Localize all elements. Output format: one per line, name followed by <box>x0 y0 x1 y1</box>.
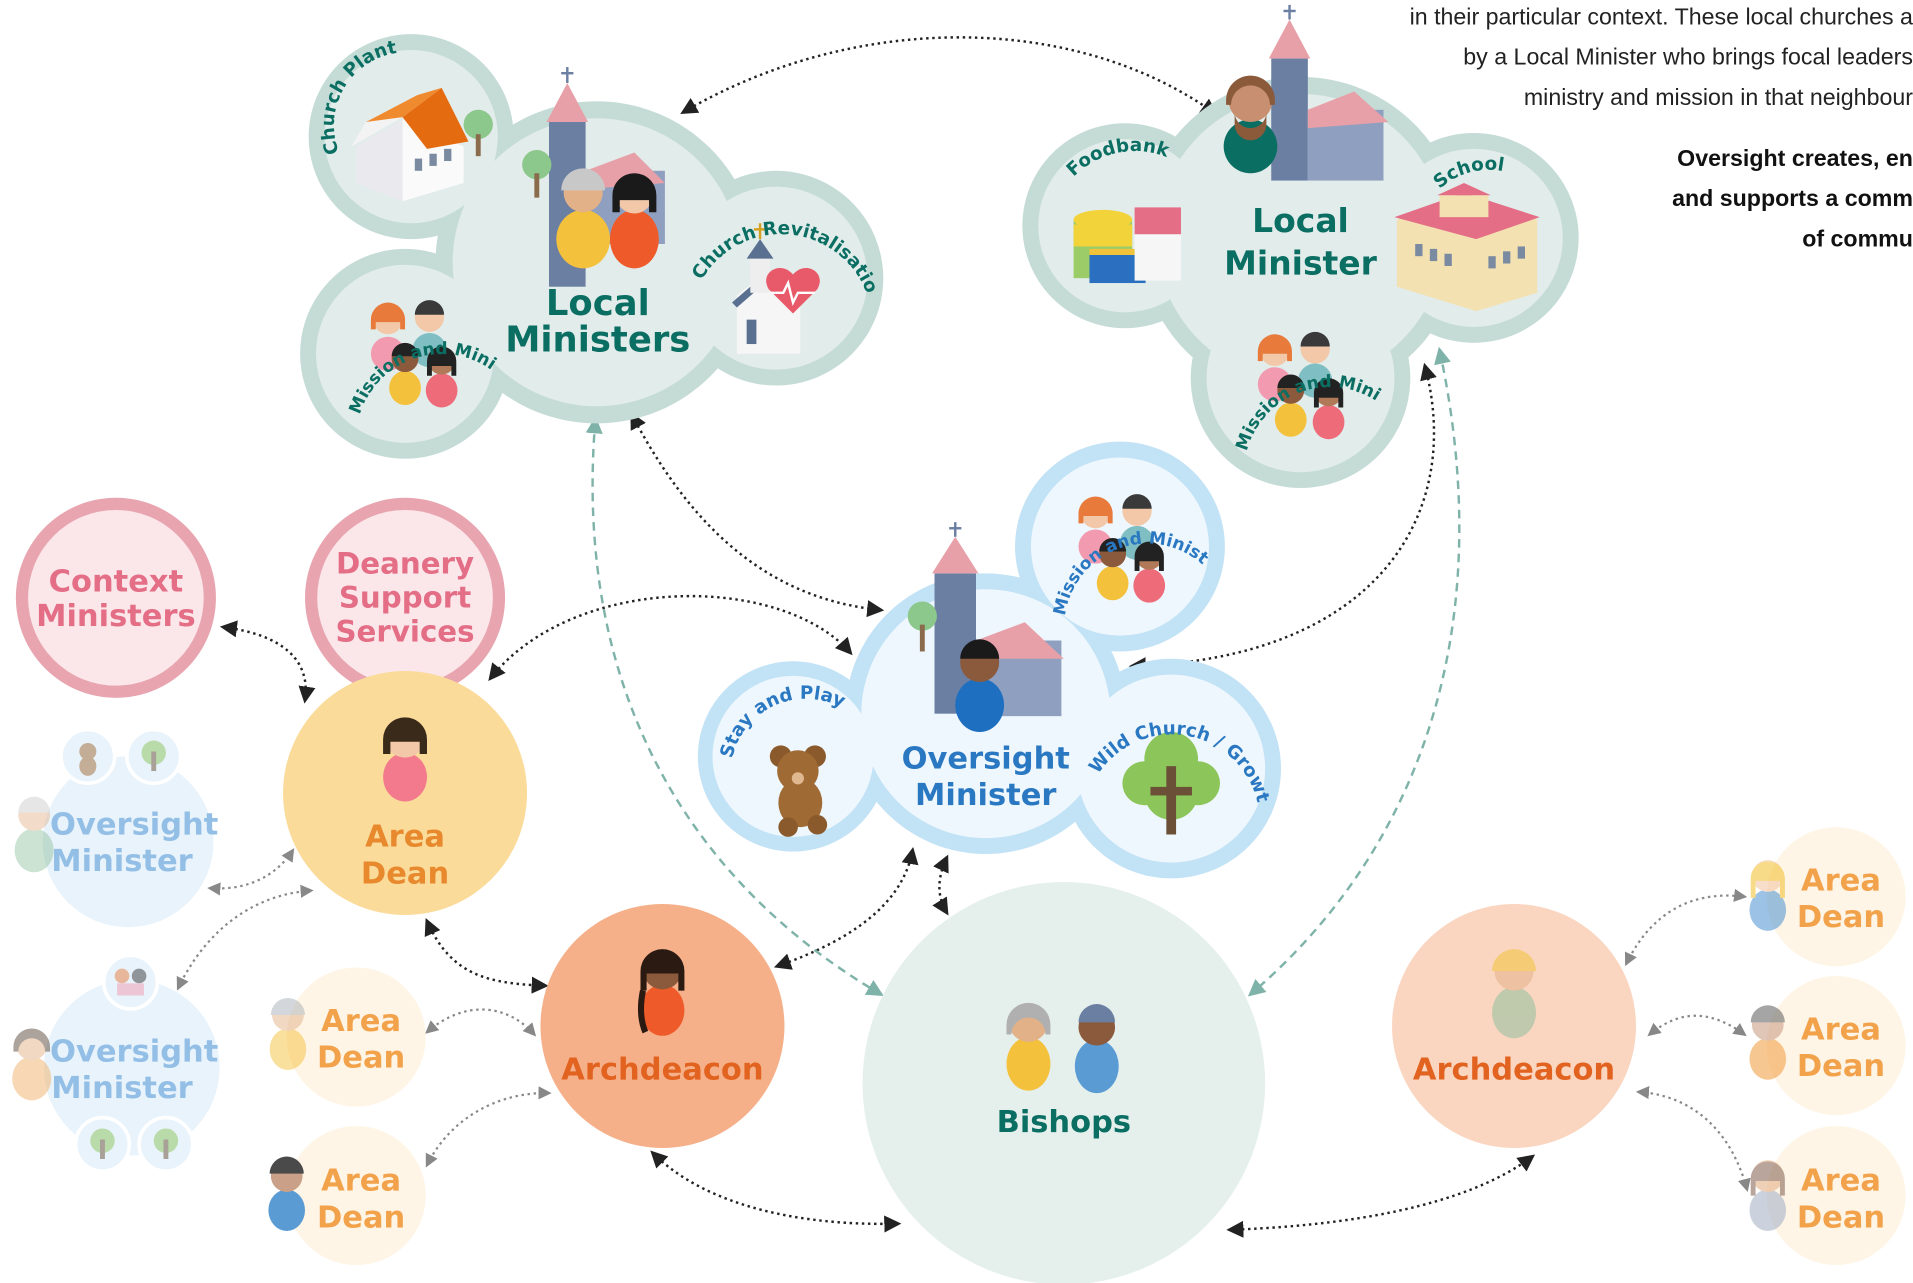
oversight-person-icon <box>14 796 54 873</box>
tree-cross-icon <box>141 740 166 772</box>
area-dean-right-2-line-1: Area <box>1801 1012 1881 1047</box>
teddy-bear-icon <box>769 745 828 837</box>
revitalisation-church-icon <box>732 223 820 354</box>
description-line-1: in their particular context. These local… <box>1409 4 1913 31</box>
connectors <box>176 36 1751 1238</box>
connector-context-areadean <box>219 620 316 704</box>
connector-oversight2-areadean <box>176 884 314 991</box>
deanery-line-1: Deanery <box>336 546 474 580</box>
oversight-title-2: Minister <box>915 778 1056 813</box>
area-dean-small-2-line-2: Dean <box>317 1200 405 1235</box>
local-minister-title-2: Minister <box>1224 244 1377 283</box>
connector-archr-areadean-r1 <box>1624 888 1748 967</box>
local-ministers-title-2: Ministers <box>505 319 690 360</box>
area-dean-person-icon <box>1749 1005 1787 1080</box>
archdeacon-person-icon <box>1492 949 1536 1039</box>
area-dean-right-2-node: Area Dean <box>1749 976 1906 1116</box>
area-dean-small-2-node: Area Dean <box>268 1126 426 1266</box>
oversight-left-1-node: Oversight Minister <box>14 727 218 928</box>
church-plant-icon <box>351 87 493 202</box>
area-dean-right-3-line-2: Dean <box>1797 1200 1885 1235</box>
context-ministers-line-1: Context <box>49 565 184 600</box>
archdeacon-left-label: Archdeacon <box>561 1053 763 1088</box>
local-ministers-people-icon <box>556 168 659 269</box>
connector-archdeacon-bishops <box>650 1150 902 1233</box>
mission-team-people-icon <box>1078 494 1166 603</box>
church-icon <box>1268 4 1389 181</box>
bishops-people-icon <box>1006 1002 1119 1094</box>
area-dean-small-1-line-1: Area <box>321 1004 401 1039</box>
connector-local-left-local-right <box>680 36 1218 116</box>
archdeacon-left-node: Archdeacon <box>540 904 785 1149</box>
oversight-title-1: Oversight <box>902 742 1070 777</box>
local-minister-title-1: Local <box>1252 201 1349 240</box>
oversight-left-1-line-2: Minister <box>51 844 192 879</box>
connector-archr-areadean-r2 <box>1647 1014 1747 1037</box>
teddy-bear-icon <box>79 742 97 776</box>
context-ministers-node: Context Ministers <box>15 497 216 698</box>
deanery-line-3: Services <box>335 615 474 649</box>
bishops-label: Bishops <box>997 1105 1132 1140</box>
tree-cross-icon <box>1122 732 1220 835</box>
bishops-node: Bishops <box>862 882 1266 1283</box>
area-dean-right-2-line-2: Dean <box>1797 1049 1885 1084</box>
local-ministers-title-1: Local <box>546 283 650 324</box>
archdeacon-right-node: Archdeacon <box>1392 904 1637 1149</box>
area-dean-main-node: Area Dean <box>283 671 528 915</box>
area-dean-main-line-2: Dean <box>361 856 449 891</box>
area-dean-person-icon <box>1749 860 1787 931</box>
area-dean-person-icon <box>383 717 427 802</box>
connector-local-left-bishops <box>585 416 884 997</box>
mission-team-people-icon <box>1257 331 1345 440</box>
archdeacon-person-icon <box>637 949 685 1036</box>
description-line-3: ministry and mission in that neighbour <box>1523 85 1913 112</box>
area-dean-small-1-line-2: Dean <box>317 1041 405 1076</box>
area-dean-person-icon <box>268 1156 305 1231</box>
oversight-left-2-line-2: Minister <box>51 1071 192 1106</box>
context-ministers-line-2: Ministers <box>36 599 196 634</box>
description-line-2: by a Local Minister who brings focal lea… <box>1463 45 1913 71</box>
connector-areadean2-archdeacon <box>425 1086 552 1168</box>
connector-oversight-bishops <box>932 854 949 916</box>
oversight-statement-line-2: and supports a comm <box>1672 186 1913 213</box>
area-dean-right-1-line-2: Dean <box>1797 900 1885 935</box>
mission-team-people-icon <box>370 300 458 408</box>
tree-cross-icon <box>90 1128 179 1159</box>
area-dean-main-line-1: Area <box>365 820 445 855</box>
oversight-minister-person-icon <box>955 639 1005 732</box>
area-dean-right-3-node: Area Dean <box>1749 1126 1906 1266</box>
school-icon <box>1394 183 1540 312</box>
connector-local-left-oversight <box>630 411 885 618</box>
area-dean-person-icon <box>1749 1160 1787 1231</box>
connector-areadean1-archdeacon <box>425 1008 537 1037</box>
local-ministers-cloud: Church Plant Church Revitalisation Missi… <box>0 0 884 459</box>
area-dean-right-1-line-1: Area <box>1801 864 1881 899</box>
connector-oversight1-areadean <box>207 848 295 896</box>
oversight-person-icon <box>12 1028 52 1101</box>
area-dean-right-1-node: Area Dean <box>1749 827 1906 967</box>
deanery-line-2: Support <box>339 581 471 615</box>
oversight-left-2-node: Oversight Minister <box>12 953 220 1174</box>
oversight-left-1-line-1: Oversight <box>50 807 218 842</box>
oversight-left-2-line-1: Oversight <box>50 1034 218 1069</box>
connector-local-right-bishops <box>1247 346 1461 997</box>
connector-bishops-archdeacon-right <box>1226 1154 1536 1238</box>
area-dean-person-icon <box>269 997 307 1070</box>
family-icon <box>114 968 147 996</box>
archdeacon-right-label: Archdeacon <box>1413 1053 1615 1088</box>
foodbank-icon <box>1073 207 1181 284</box>
area-dean-small-1-node: Area Dean <box>269 967 426 1107</box>
connector-areadean-archdeacon <box>424 917 549 994</box>
area-dean-right-3-line-1: Area <box>1801 1164 1881 1199</box>
deanery-support-node: Deanery Support Services <box>305 497 506 698</box>
oversight-statement-line-3: of commu <box>1802 226 1913 253</box>
connector-archdeacon-oversight <box>773 846 919 970</box>
connector-archr-areadean-r3 <box>1635 1086 1751 1193</box>
oversight-statement-line-1: Oversight creates, en <box>1677 146 1913 173</box>
area-dean-small-2-line-1: Area <box>321 1164 401 1199</box>
local-minister-person-icon <box>1223 75 1278 174</box>
